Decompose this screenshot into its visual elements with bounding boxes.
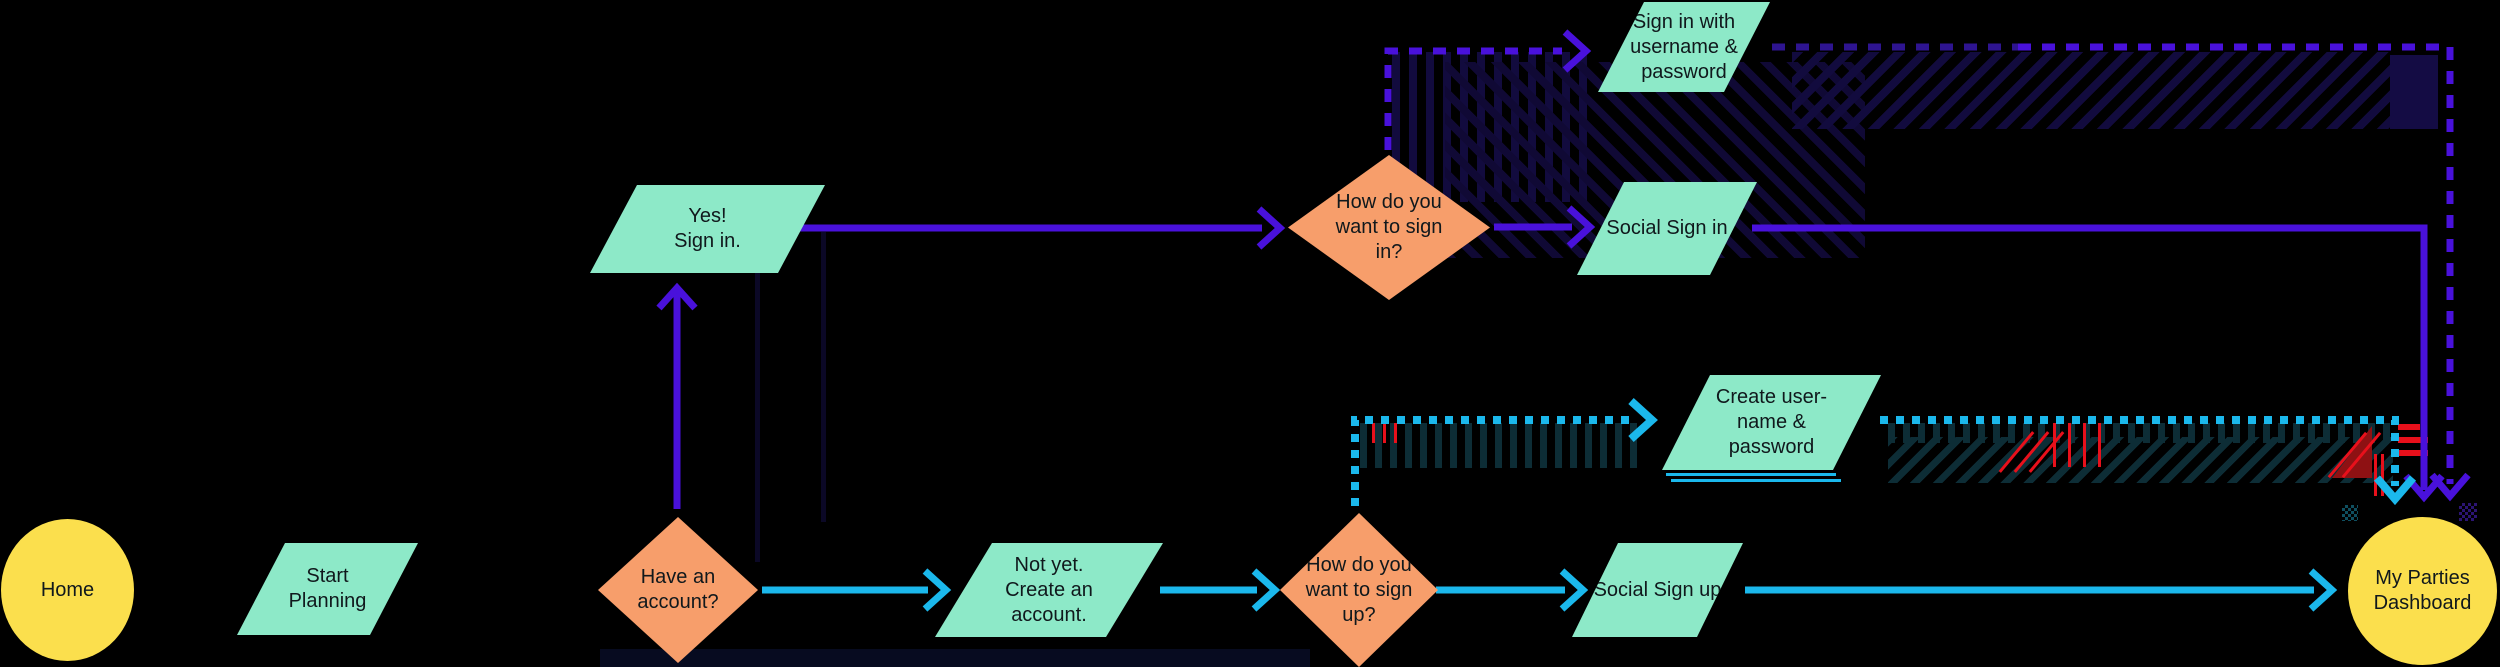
node-home[interactable]: Home — [1, 519, 134, 661]
edge-social-signin-to-dashboard[interactable] — [1752, 224, 2445, 503]
node-label: How do you want to sign in? — [1335, 191, 1443, 263]
node-my-parties-dashboard[interactable]: My Parties Dashboard — [2348, 517, 2497, 665]
edge-how-signup-to-social-signup[interactable] — [1436, 568, 1589, 612]
node-label: Start Planning — [288, 565, 367, 612]
node-label: Home — [40, 578, 95, 601]
edge-not-yet-to-how-signup[interactable] — [1160, 568, 1281, 612]
edge-how-signin-to-social-signin[interactable] — [1494, 205, 1596, 249]
edge-username-password-to-dashboard[interactable] — [1772, 43, 2471, 502]
node-label: My Parties Dashboard — [2373, 567, 2472, 614]
node-label: Social Sign up — [1593, 578, 1722, 601]
edge-create-username-to-dashboard[interactable] — [1880, 416, 2417, 506]
node-label: Not yet. Create an account. — [1005, 553, 1093, 626]
edge-have-account-to-not-yet[interactable] — [762, 568, 952, 612]
edge-how-signin-to-username-password[interactable] — [1384, 29, 1592, 150]
edge-yes-signin-to-how-signin[interactable] — [800, 206, 1286, 250]
node-yes-sign-in[interactable]: Yes! Sign in. — [590, 185, 825, 273]
edge-how-signup-to-create-username[interactable] — [1351, 398, 1658, 506]
node-label: Social Sign in — [1606, 217, 1728, 239]
node-label: Create user- name & password — [1715, 386, 1828, 458]
node-label: Have an account? — [637, 566, 719, 613]
node-label: Sign in with username & password — [1630, 10, 1738, 83]
edge-have-account-to-yes-signin[interactable] — [656, 282, 698, 509]
edge-social-signup-to-dashboard[interactable] — [1745, 568, 2338, 612]
node-label: Yes! Sign in. — [674, 205, 741, 252]
node-label: How do you want to sign up? — [1305, 553, 1413, 626]
